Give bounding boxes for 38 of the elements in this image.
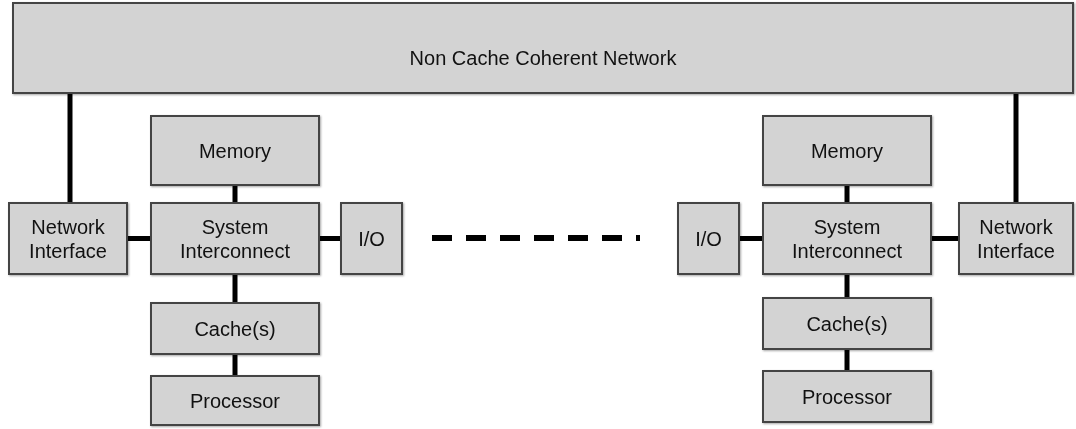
connector-line [844, 350, 850, 370]
box-label: System Interconnect [790, 214, 904, 263]
box-label: Memory [810, 138, 884, 163]
box-label: Memory [198, 138, 272, 163]
connector-line [844, 275, 850, 297]
connector-line [232, 275, 238, 302]
box-label: Cache(s) [806, 311, 888, 336]
component-box [762, 370, 932, 423]
component-box [762, 115, 932, 186]
connector-line [844, 186, 850, 202]
box-label: Processor [190, 388, 280, 413]
connector-line [67, 94, 73, 202]
box-label: I/O [358, 226, 385, 251]
component-box [8, 202, 128, 275]
connector-line [232, 355, 238, 375]
component-box [150, 202, 320, 275]
component-box [958, 202, 1074, 275]
box-label: I/O [695, 226, 722, 251]
box-label: Processor [802, 384, 892, 409]
component-box [340, 202, 403, 275]
box-label: Cache(s) [194, 316, 276, 341]
connector-line [1013, 94, 1019, 202]
component-box [150, 302, 320, 355]
component-box [150, 115, 320, 186]
box-label: Network Interface [28, 214, 108, 263]
box-label: Non Cache Coherent Network [409, 46, 677, 70]
box-label: Network Interface [976, 214, 1056, 263]
component-box [762, 297, 932, 350]
connector-line [128, 236, 150, 241]
connector-line [740, 236, 762, 241]
network-band [12, 2, 1074, 94]
connector-line [232, 186, 238, 202]
box-label: System Interconnect [178, 214, 292, 263]
component-box [677, 202, 740, 275]
connector-line [932, 236, 958, 241]
component-box [150, 375, 320, 426]
component-box [762, 202, 932, 275]
connector-line [320, 236, 340, 241]
